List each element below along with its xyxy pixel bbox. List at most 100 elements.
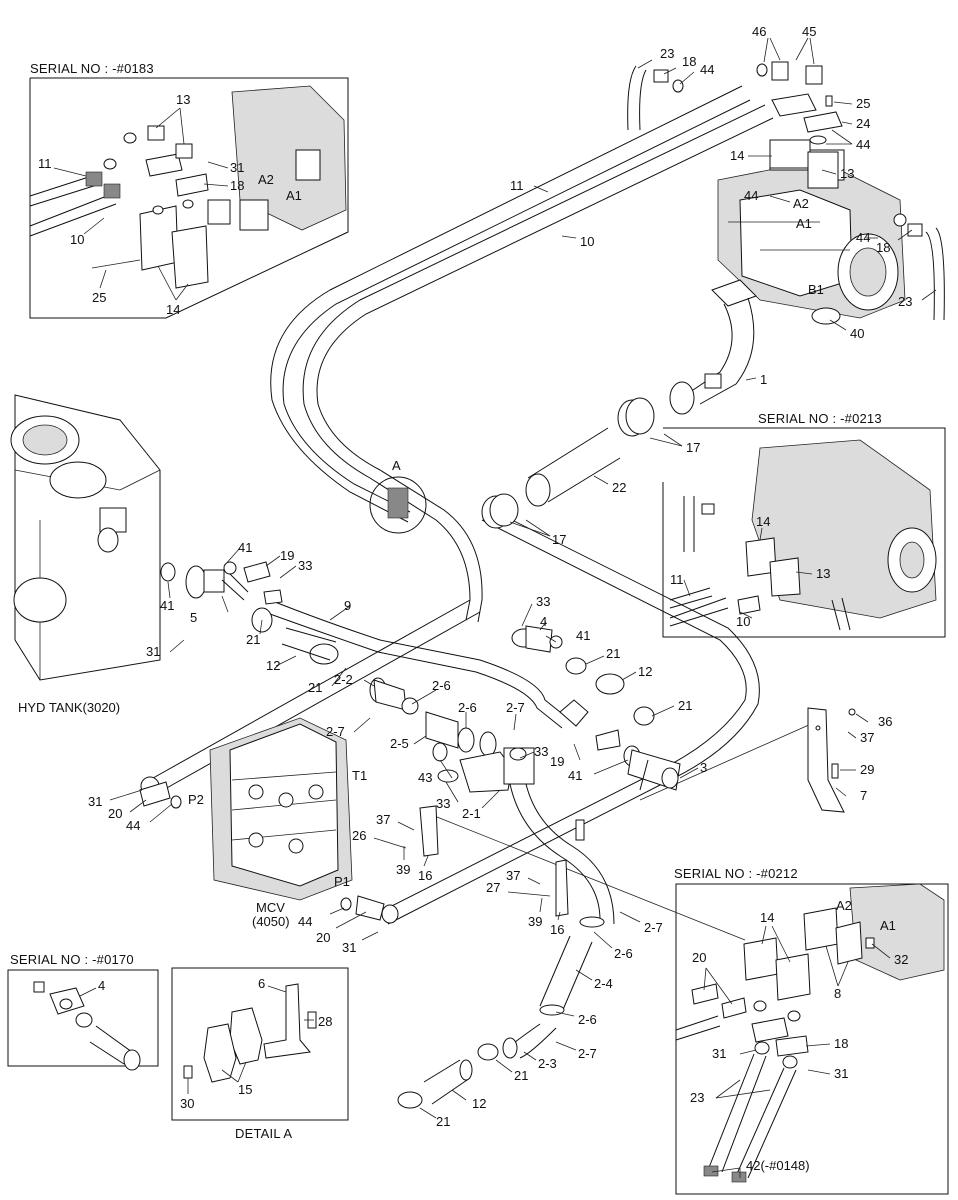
callout: 21 [246, 632, 260, 647]
callout: 23 [690, 1090, 704, 1105]
mcv-port-fittings [139, 776, 399, 924]
serial-0213-title: SERIAL NO : -#0213 [758, 411, 882, 426]
callout: 25 [92, 290, 106, 305]
callout: 15 [238, 1082, 252, 1097]
callout: 10 [70, 232, 84, 247]
callout: 18 [230, 178, 244, 193]
main-control-valve: T1 P1 P2 MCV (4050) [188, 717, 367, 929]
mcv-code-label: (4050) [252, 914, 290, 929]
callout: 44 [856, 230, 870, 245]
callout: 41 [238, 540, 252, 555]
callout: 30 [180, 1096, 194, 1111]
inset-serial-0212: SERIAL NO : -#0212 [674, 866, 949, 1195]
serial-0212-title: SERIAL NO : -#0212 [674, 866, 798, 881]
callout: 2-2 [334, 672, 353, 687]
callout: 2-6 [432, 678, 451, 693]
callout: 45 [802, 24, 816, 39]
mcv-label: MCV [256, 900, 285, 915]
callout: 11 [670, 572, 684, 587]
callout: 19 [550, 754, 564, 769]
callout: 31 [230, 160, 244, 175]
callout: 8 [834, 986, 841, 1001]
callout: 31 [834, 1066, 848, 1081]
callout: 40 [850, 326, 864, 341]
bracket-7 [807, 707, 856, 813]
callout: 32 [894, 952, 908, 967]
callout: 37 [506, 868, 520, 883]
callout: 24 [856, 116, 870, 131]
callout: 33 [534, 744, 548, 759]
callout: 12 [266, 658, 280, 673]
callout: 21 [678, 698, 692, 713]
callout: 31 [712, 1046, 726, 1061]
callout: 29 [860, 762, 874, 777]
tank-fittings [160, 561, 339, 665]
callout: 6 [258, 976, 265, 991]
callout: 2-3 [538, 1056, 557, 1071]
port-t1-mcv: T1 [352, 768, 367, 783]
port-p2-mcv: P2 [188, 792, 204, 807]
callout: 22 [612, 480, 626, 495]
callout: 41 [568, 768, 582, 783]
callout: 25 [856, 96, 870, 111]
callout: 39 [396, 862, 410, 877]
callout: 23 [898, 294, 912, 309]
callout: 20 [316, 930, 330, 945]
callout: 44 [700, 62, 714, 77]
detail-marker-label: A [392, 458, 401, 473]
callout: 37 [860, 730, 874, 745]
callout: 14 [760, 910, 774, 925]
serial-0183-title: SERIAL NO : -#0183 [30, 61, 154, 76]
callout: 27 [486, 880, 500, 895]
hose-10 [302, 104, 774, 623]
detail-a-marker: A [369, 458, 427, 534]
callout: 18 [834, 1036, 848, 1051]
inset-0170-parts [33, 981, 141, 1071]
callout: 11 [510, 178, 524, 193]
inset-0183-parts: A2 A1 [29, 85, 347, 289]
hose-22-with-clamps [481, 397, 655, 529]
callout: 36 [878, 714, 892, 729]
callout: 46 [752, 24, 766, 39]
callout: 4 [98, 978, 105, 993]
inset-0212-parts: A2 A1 [675, 883, 945, 1183]
callout: 12 [638, 664, 652, 679]
serial-0170-title: SERIAL NO : -#0170 [10, 952, 134, 967]
callout: 3 [700, 760, 707, 775]
callout: 43 [418, 770, 432, 785]
port-a2-main: A2 [793, 196, 809, 211]
callout: 44 [298, 914, 312, 929]
detail-a-title: DETAIL A [235, 1126, 292, 1141]
port-p1-mcv: P1 [334, 874, 350, 889]
hose-11 [270, 85, 751, 523]
callout: 14 [730, 148, 744, 163]
callout: 42(-#0148) [746, 1158, 810, 1173]
callout: 2-7 [578, 1046, 597, 1061]
callout: 7 [860, 788, 867, 803]
callout: 13 [840, 166, 854, 181]
callout: 16 [550, 922, 564, 937]
callout: 31 [146, 644, 160, 659]
callout: 1 [760, 372, 767, 387]
callout: 14 [756, 514, 770, 529]
leader-lines [53, 37, 937, 1178]
callout: 10 [736, 614, 750, 629]
hose-clamps-16 [419, 805, 585, 917]
callout: 12 [472, 1096, 486, 1111]
port-a2-0183: A2 [258, 172, 274, 187]
hose-2-1-route [431, 814, 746, 941]
suction-pipe-1 [669, 279, 757, 415]
callout: 2-7 [326, 724, 345, 739]
callout: 23 [660, 46, 674, 61]
callout: 2-7 [506, 700, 525, 715]
inset-detail-a: DETAIL A [171, 967, 349, 1141]
callout: 17 [686, 440, 700, 455]
callout: 33 [536, 594, 550, 609]
return-pipes [369, 625, 681, 925]
callout: 21 [436, 1114, 450, 1129]
callout: 18 [682, 54, 696, 69]
callout: 2-4 [594, 976, 613, 991]
callout: 4 [540, 614, 547, 629]
hydraulic-tank: HYD TANK(3020) [10, 394, 161, 715]
